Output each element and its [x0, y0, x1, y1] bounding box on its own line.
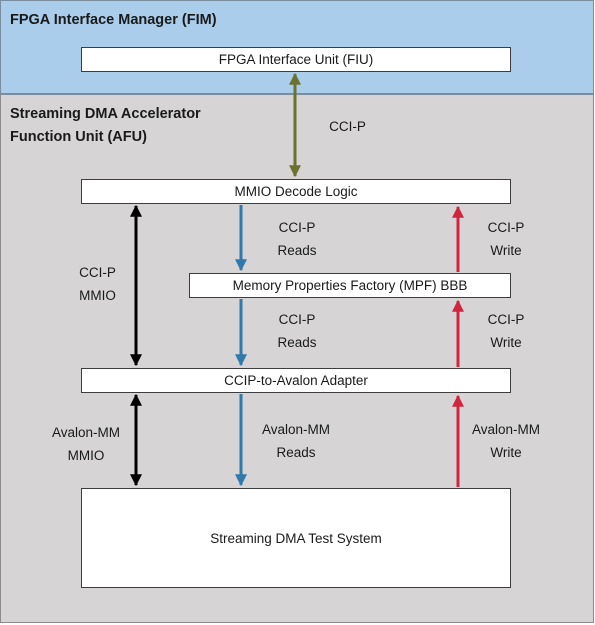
mmio-decode-block: MMIO Decode Logic: [81, 179, 511, 204]
afu-title-line2: Function Unit (AFU): [10, 129, 147, 145]
mpf-block: Memory Properties Factory (MPF) BBB: [189, 273, 511, 298]
adapter-block: CCIP-to-Avalon Adapter: [81, 368, 511, 393]
afu-title-line1: Streaming DMA Accelerator: [10, 106, 201, 122]
fim-title: FPGA Interface Manager (FIM): [10, 12, 217, 28]
ccip-label: CCI-P: [329, 119, 366, 134]
fiu-block: FPGA Interface Unit (FIU): [81, 47, 511, 72]
test-system-block: Streaming DMA Test System: [81, 488, 511, 588]
